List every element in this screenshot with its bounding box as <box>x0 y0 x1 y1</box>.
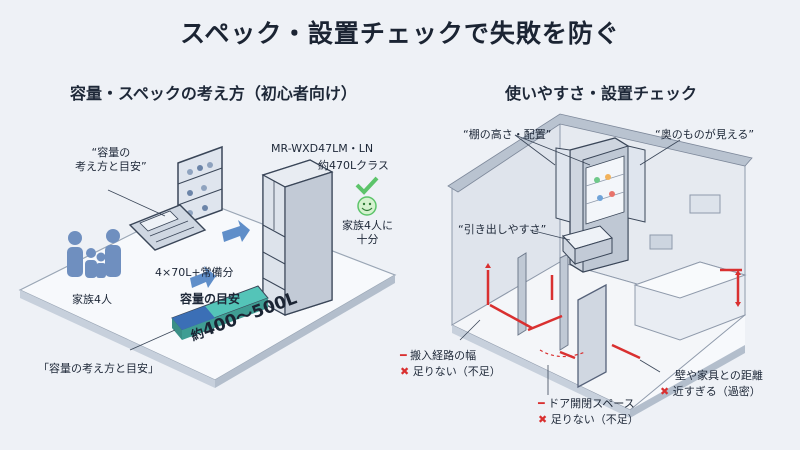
right-section-heading: 使いやすさ・設置チェック <box>505 84 698 103</box>
shelf-callout: “棚の高さ・配置” <box>463 128 552 141</box>
left-section-heading: 容量・スペックの考え方（初心者向け） <box>70 84 357 103</box>
door-panel-icon <box>577 283 607 389</box>
sufficient-label: 家族4人に 十分 <box>342 219 393 246</box>
meter-title: 容量の目安 <box>180 292 241 306</box>
formula-label: 4×70L+常備分 <box>155 266 234 279</box>
wall-check: 壁や家具との距離 ✖ 近すぎる（過密） <box>660 369 763 398</box>
x-mark-icon: ✖ <box>400 365 410 378</box>
family-icon <box>67 229 121 278</box>
bottom-caption: 「容量の考え方と目安」 <box>38 362 159 375</box>
x-mark-icon: ✖ <box>538 413 548 426</box>
door-check: ━ ドア開閉スペース ✖ 足りない（不足） <box>538 397 639 426</box>
model-label: MR-WXD47LM・LN <box>271 142 374 155</box>
guide-callout: “容量の 考え方と目安” <box>75 146 147 173</box>
red-dash-icon: ━ <box>400 349 407 362</box>
calculator-icon <box>128 204 207 251</box>
smile-face-icon <box>357 196 377 216</box>
page-title: スペック・設置チェックで失敗を防ぐ <box>180 19 620 48</box>
class-label: 約470Lクラス <box>318 159 389 172</box>
view-callout: “奥のものが見える” <box>655 128 755 141</box>
drawer-callout: “引き出しやすさ” <box>458 223 547 236</box>
check-icon <box>355 176 379 195</box>
capacity-meter <box>171 285 269 340</box>
room-refrigerator-icon <box>555 137 646 273</box>
x-mark-icon: ✖ <box>660 385 670 398</box>
refrigerator-icon <box>261 159 334 317</box>
measure-lines <box>486 268 742 360</box>
family-label: 家族4人 <box>72 293 112 306</box>
arrow-to-meter-icon <box>190 266 216 288</box>
route-check: ━ 搬入経路の幅 ✖ 足りない（不足） <box>400 349 501 378</box>
sink-icon <box>649 234 673 250</box>
red-dash-icon: ━ <box>538 397 545 410</box>
arrow-to-fridge-icon <box>222 220 250 242</box>
